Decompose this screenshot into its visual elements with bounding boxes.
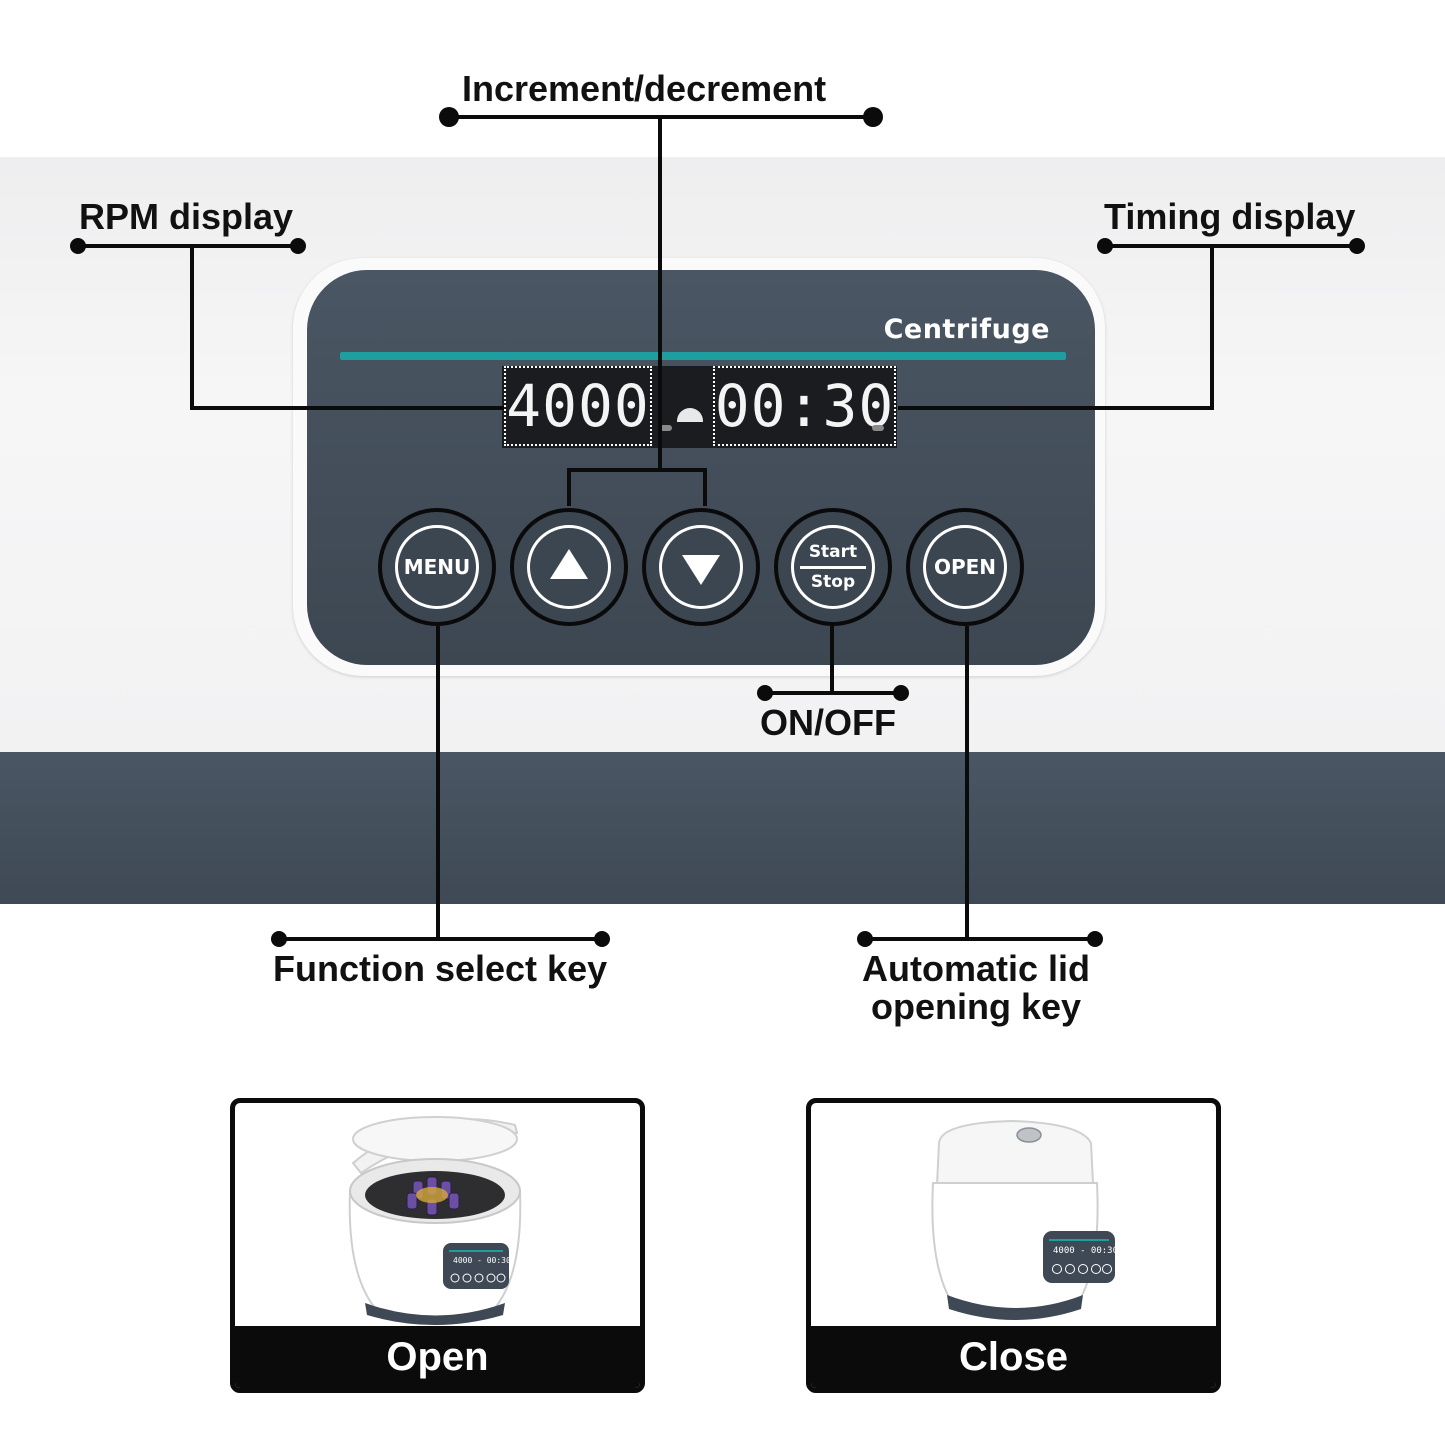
- start-stop-divider: [800, 565, 866, 569]
- function-select-key-label: Function select key: [273, 948, 608, 989]
- lid-opening-key-label: Automatic lid opening key: [826, 950, 1126, 1026]
- rpm-display: 4000: [504, 366, 652, 446]
- open-caption-bar: Open: [235, 1326, 640, 1388]
- arrow-down-icon: [682, 555, 720, 585]
- open-caption: Open: [386, 1334, 489, 1379]
- open-button-label: OPEN: [933, 555, 997, 579]
- start-stop-button[interactable]: Start Stop: [774, 508, 892, 626]
- brand-label: Centrifuge: [883, 314, 1050, 345]
- device-housing-base: [0, 752, 1445, 904]
- close-thumb-display: 4000 - 00:30: [1053, 1246, 1118, 1256]
- close-state-card: 4000 - 00:30 Close: [806, 1098, 1221, 1393]
- close-caption: Close: [959, 1334, 1068, 1379]
- accent-line: [340, 352, 1066, 360]
- increment-button[interactable]: [510, 508, 628, 626]
- increment-decrement-label: Increment/decrement: [462, 68, 827, 109]
- centrifuge-open-illustration: 4000 - 00:30: [348, 1116, 522, 1325]
- stop-label: Stop: [810, 571, 856, 592]
- timing-display: 00:30: [713, 366, 896, 446]
- arrow-up-icon: [550, 549, 588, 579]
- time-unit-mark: [872, 425, 884, 431]
- rpm-display-label: RPM display: [79, 196, 294, 237]
- rpm-unit-mark: [660, 425, 672, 431]
- centrifuge-closed-illustration: 4000 - 00:30: [931, 1119, 1118, 1320]
- decrement-button[interactable]: [642, 508, 760, 626]
- open-state-card: 4000 - 00:30 Open: [230, 1098, 645, 1393]
- lid-label-line1: Automatic lid: [861, 948, 1090, 989]
- rotor-indicator-icon: [677, 408, 703, 422]
- timing-display-label: Timing display: [1104, 196, 1356, 237]
- on-off-label: ON/OFF: [760, 702, 896, 743]
- open-thumb-display: 4000 - 00:30: [453, 1256, 511, 1265]
- menu-button[interactable]: MENU: [378, 508, 496, 626]
- lcd-screen: [502, 366, 897, 448]
- lid-label-line2: opening key: [870, 986, 1082, 1027]
- start-label: Start: [808, 541, 858, 562]
- close-caption-bar: Close: [811, 1326, 1216, 1388]
- menu-button-label: MENU: [403, 555, 471, 579]
- open-lid-button[interactable]: OPEN: [906, 508, 1024, 626]
